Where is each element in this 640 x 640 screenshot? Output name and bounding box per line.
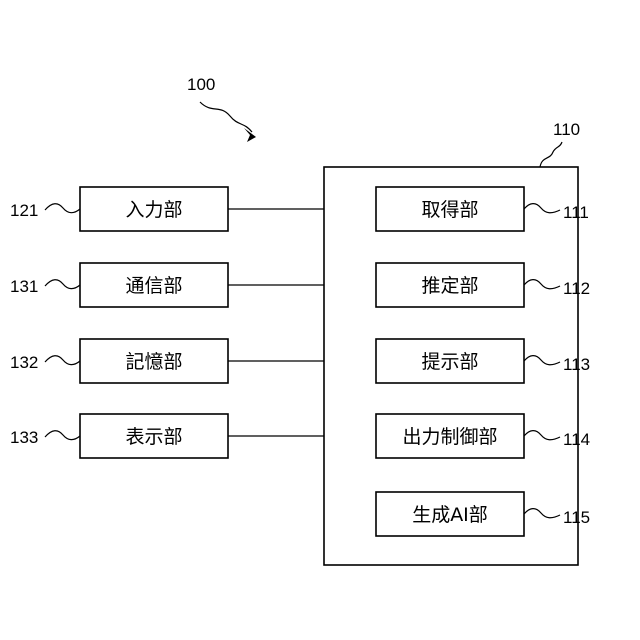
block-label: 出力制御部 xyxy=(402,426,497,448)
ref-133: 133 xyxy=(10,428,38,447)
block-presentation-unit: 提示部 xyxy=(376,339,524,383)
system-ref: 100 xyxy=(187,75,215,94)
block-label: 入力部 xyxy=(125,199,182,221)
block-output-control-unit: 出力制御部 xyxy=(376,414,524,458)
block-label: 記憶部 xyxy=(125,351,182,373)
block-input-unit: 入力部 xyxy=(80,187,228,231)
ref-121: 121 xyxy=(10,201,38,220)
block-label: 提示部 xyxy=(421,351,478,373)
ref-112: 112 xyxy=(563,279,590,298)
ref-113: 113 xyxy=(563,355,590,374)
ref-114: 114 xyxy=(563,430,590,449)
block-generative-ai-unit: 生成AI部 xyxy=(376,492,524,536)
block-estimation-unit: 推定部 xyxy=(376,263,524,307)
block-label: 通信部 xyxy=(125,275,182,297)
block-acquisition-unit: 取得部 xyxy=(376,187,524,231)
block-label: 表示部 xyxy=(125,426,182,448)
controller-ref: 110 xyxy=(553,120,580,139)
ref-115: 115 xyxy=(563,508,590,527)
leader-121 xyxy=(45,204,80,213)
leader-133 xyxy=(45,431,80,440)
block-label: 推定部 xyxy=(421,275,478,297)
ref-132: 132 xyxy=(10,353,38,372)
block-label: 生成AI部 xyxy=(412,504,488,526)
block-communication-unit: 通信部 xyxy=(80,263,228,307)
system-pointer-line xyxy=(200,102,252,132)
leader-132 xyxy=(45,356,80,365)
block-storage-unit: 記憶部 xyxy=(80,339,228,383)
controller-ref-leader xyxy=(540,142,562,167)
ref-131: 131 xyxy=(10,277,38,296)
ref-111: 111 xyxy=(563,203,589,222)
leader-131 xyxy=(45,280,80,289)
block-display-unit: 表示部 xyxy=(80,414,228,458)
block-label: 取得部 xyxy=(421,199,478,221)
